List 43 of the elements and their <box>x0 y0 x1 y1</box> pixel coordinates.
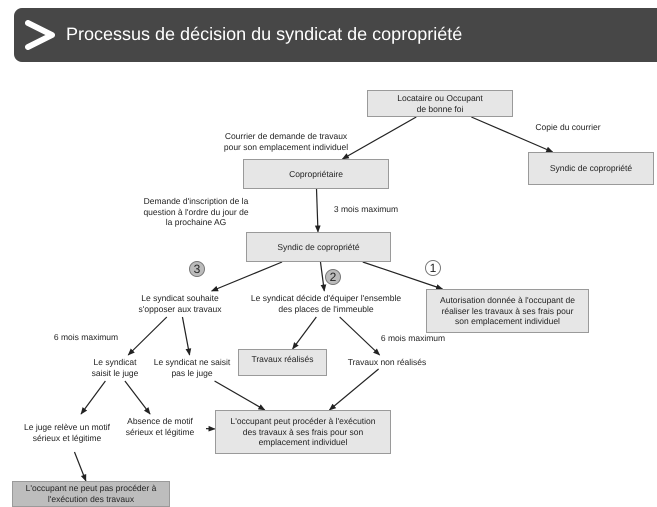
box-label: L'occupant ne peut pas procéder à l'exécution des travaux <box>24 483 158 505</box>
box-label: Syndic de copropriété <box>550 163 632 174</box>
callout-number: 2 <box>325 269 341 285</box>
arrow <box>342 116 417 160</box>
box-label: Travaux réalisés <box>251 354 314 365</box>
arrow <box>124 380 151 415</box>
step-text: Le juge relève un motif sérieux et légitime <box>24 422 110 444</box>
callout-number: 3 <box>189 261 205 277</box>
arrow <box>210 261 282 292</box>
box-label: Syndic de copropriété <box>277 242 360 252</box>
arrow <box>80 380 106 415</box>
process-box <box>215 410 391 454</box>
box-label: Copropriétaire <box>289 168 343 180</box>
process-box <box>238 349 327 376</box>
process-box <box>426 289 589 333</box>
step-text: Absence de motif sérieux et légitime <box>124 416 196 438</box>
arrow <box>314 188 321 233</box>
arrow <box>320 262 326 292</box>
arrow <box>182 316 192 356</box>
arrow <box>214 380 266 411</box>
step-text: Le syndicat saisit le juge <box>90 357 140 379</box>
arrow <box>339 316 380 356</box>
process-box <box>528 152 654 185</box>
step-text: Le syndicat ne saisit pas le juge <box>152 357 232 379</box>
step-text: Travaux non réalisés <box>348 356 426 368</box>
arrow <box>74 452 86 482</box>
arrow <box>471 116 554 153</box>
title: Processus de décision du syndicat de copropriété <box>66 24 462 45</box>
arrow <box>328 368 379 410</box>
arrow <box>128 316 168 356</box>
box-label: Autorisation donnée à l'occupant de réaliser les travaux à ses frais pour son emplacement individuel <box>439 295 576 327</box>
process-box <box>12 481 170 507</box>
process-box <box>243 159 389 189</box>
arrow <box>206 426 216 432</box>
arrow <box>362 261 444 290</box>
box-label: Locataire ou Occupant de bonne foi <box>396 92 484 114</box>
callout-number: 1 <box>425 260 441 276</box>
process-box <box>246 232 391 262</box>
step-text: Le syndicat souhaite s'opposer aux travaux <box>138 293 222 315</box>
process-box <box>367 90 513 117</box>
arrow <box>292 316 317 350</box>
step-text: Le syndicat décide d'équiper l'ensemble des places de l'immeuble <box>250 293 402 315</box>
box-label: L'occupant peut procéder à l'exécution des travaux à ses frais pour son emplacement individuel <box>229 416 376 448</box>
